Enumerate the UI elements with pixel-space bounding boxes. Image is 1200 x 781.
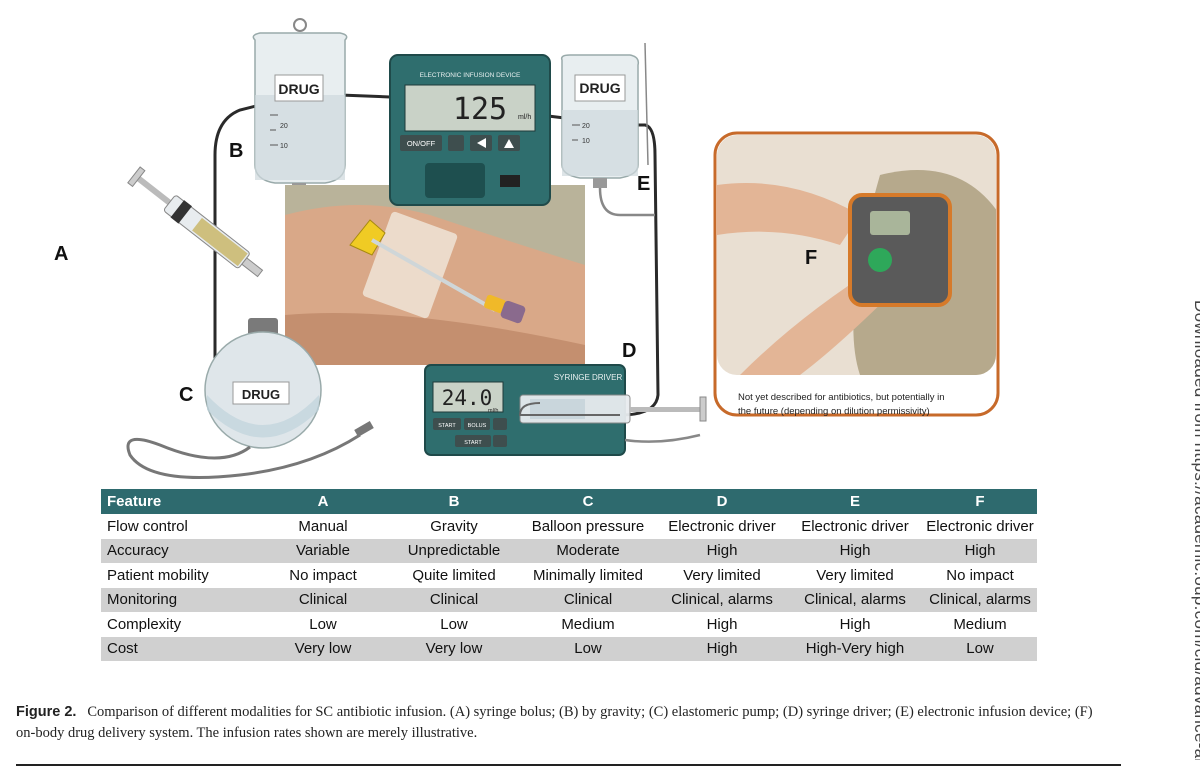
syringe-driver-title: SYRINGE DRIVER [554,373,623,382]
table-row: Cost Very low Very low Low High High-Ver… [101,636,1037,661]
caption-label: Figure 2. [16,704,77,720]
syringe-driver-device [424,364,707,456]
table-cell: Very limited [816,566,894,584]
table-row: Flow control Manual Gravity Balloon pres… [101,514,1037,539]
header-feature: Feature [101,489,257,514]
table-cell: Electronic driver [926,517,1034,535]
on-body-device-panel [713,131,1000,417]
table-cell: Very low [389,636,519,661]
table-row: Patient mobility No impact Quite limited… [101,563,1037,588]
onoff-button-label: ON/OFF [407,139,436,148]
table-cell: Moderate [519,538,657,563]
table-cell: Complexity [107,615,182,633]
infusion-device-unit: ml/h [518,114,531,121]
table-cell: Balloon pressure [531,517,645,535]
table-cell: Low [440,615,468,633]
table-cell: High [657,538,787,563]
page-rule [16,764,1121,766]
driver-bolus-button-label: BOLUS [468,423,487,429]
elastomeric-balloon-c [126,318,374,479]
label-e: E [637,173,651,195]
bag-e-tick-10: 10 [582,138,590,145]
table-cell: Cost [101,636,257,661]
electronic-infusion-device [389,54,551,206]
label-a: A [54,243,69,265]
bag-b-label: DRUG [278,81,319,97]
table-cell: Clinical, alarms [923,587,1037,612]
table-cell: Low [923,636,1037,661]
label-f: F [805,247,818,269]
syringe-driver-rate: 24.0 [442,386,493,410]
header-d: D [657,489,787,514]
arm-infusion-scene [285,185,585,365]
table-row: Complexity Low Low Medium High High Medi… [101,612,1037,637]
on-body-note: Not yet described for antibiotics, but p… [738,392,947,417]
table-cell: Clinical, alarms [657,587,787,612]
table-cell: Unpredictable [389,538,519,563]
table-cell: High [923,538,1037,563]
infusion-device-rate: 125 [453,92,507,127]
caption-text: Comparison of different modalities for S… [16,704,1093,741]
table-cell: Flow control [107,517,188,535]
header-a: A [257,489,389,514]
table-cell: No impact [946,566,1014,584]
syringe-a [127,166,264,278]
table-cell: High-Very high [787,636,923,661]
iv-bag-b [252,18,348,275]
bag-e-label: DRUG [579,80,620,96]
syringe-driver-unit: ml/h [488,408,498,414]
label-c: C [179,384,194,406]
bag-b-tick-20: 20 [280,123,288,130]
table-cell: No impact [289,566,357,584]
figure-caption: Figure 2. Comparison of different modali… [16,702,1106,744]
table-cell: Clinical, alarms [787,587,923,612]
bag-b-tick-10: 10 [280,143,288,150]
download-source-note: Downloaded from https://academic.oup.com… [1191,300,1200,760]
infusion-device-title: ELECTRONIC INFUSION DEVICE [420,72,521,79]
table-cell: High [657,636,787,661]
table-cell: Clinical [519,587,657,612]
header-c: C [519,489,657,514]
table-cell: Low [309,615,337,633]
table-cell: Electronic driver [668,517,776,535]
table-cell: Quite limited [412,566,496,584]
table-cell: Accuracy [101,538,257,563]
bag-e-tick-20: 20 [582,123,590,130]
driver-start-button-label: START [438,423,456,429]
header-e: E [787,489,923,514]
table-cell: Medium [953,615,1007,633]
table-cell: Minimally limited [532,566,644,584]
table-cell: Very limited [683,566,761,584]
table-cell: Gravity [430,517,478,535]
table-cell: Patient mobility [107,566,209,584]
table-cell: Very low [257,636,389,661]
balloon-label: DRUG [242,387,280,402]
table-cell: Clinical [257,587,389,612]
table-cell: High [839,615,871,633]
infusion-modalities-illustration: DRUG 20 10 ELECTRONIC INFUSION DEVICE 12… [126,18,1000,479]
iv-bag-e [560,42,655,217]
header-b: B [389,489,519,514]
table-header-row: Feature A B C D E F [101,489,1037,514]
table-row: Monitoring Clinical Clinical Clinical Cl… [101,587,1037,612]
header-f: F [923,489,1037,514]
label-d: D [622,340,637,362]
driver-start2-button-label: START [464,440,482,446]
table-cell: Monitoring [101,587,257,612]
label-b: B [229,140,244,162]
table-cell: Low [519,636,657,661]
table-cell: High [706,615,738,633]
table-cell: Electronic driver [801,517,909,535]
table-cell: Manual [298,517,348,535]
table-row: Accuracy Variable Unpredictable Moderate… [101,538,1037,563]
comparison-table: Feature A B C D E F Flow control Manual … [101,489,1037,661]
table-cell: Variable [257,538,389,563]
table-cell: High [787,538,923,563]
table-cell: Clinical [389,587,519,612]
table-cell: Medium [561,615,615,633]
